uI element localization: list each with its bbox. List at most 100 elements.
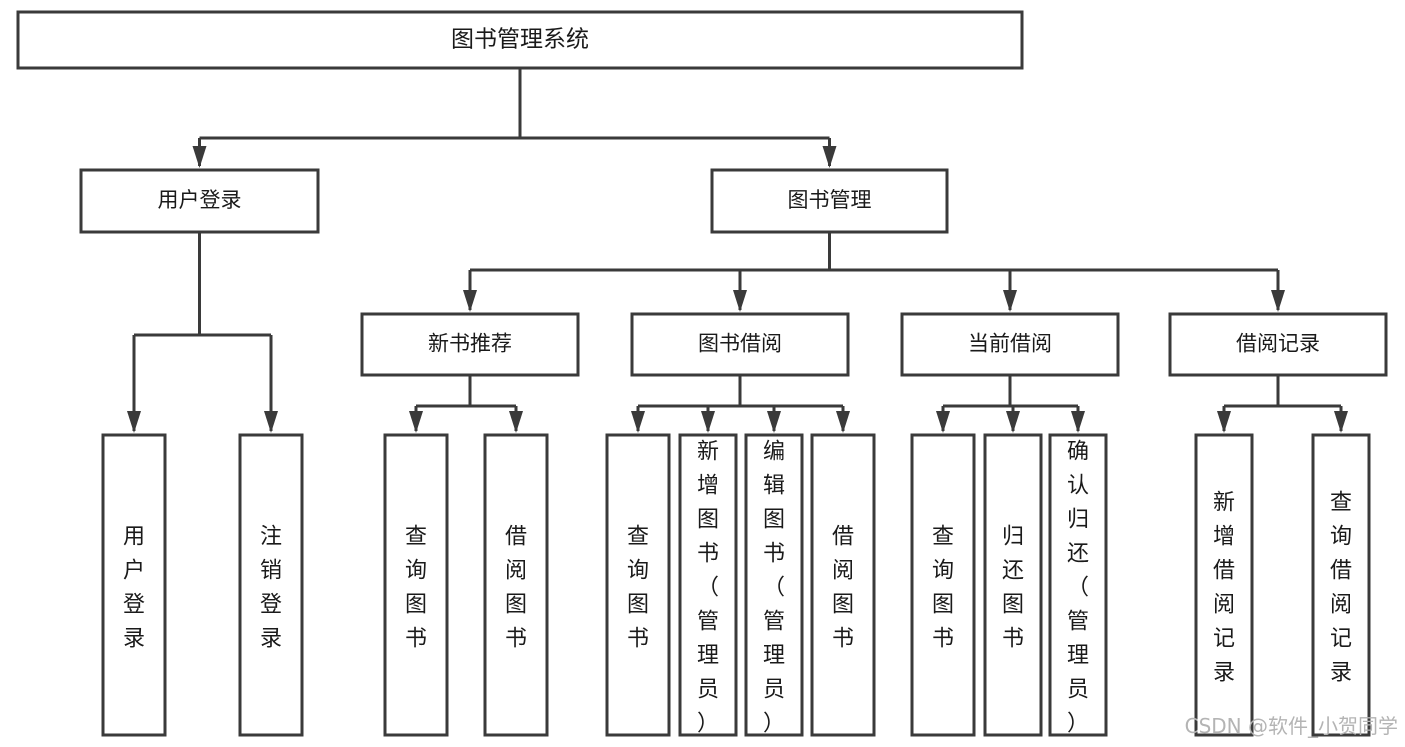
node-label-char: 销 <box>260 559 282 584</box>
node-label-char: 书 <box>505 627 527 652</box>
node-box[interactable] <box>1194 433 1254 737</box>
arrow-head <box>1071 411 1085 433</box>
node-box[interactable] <box>360 312 580 377</box>
node-label-char: （ <box>1067 576 1089 601</box>
node-label-char: 用 <box>123 525 145 550</box>
node-box[interactable] <box>483 433 549 737</box>
node-label-char: 归 <box>1067 508 1089 533</box>
node-label-char: 注 <box>260 525 282 550</box>
node-label-char: 新 <box>697 440 719 465</box>
node-box[interactable] <box>910 433 976 737</box>
node-label-char: 书 <box>697 542 719 567</box>
node-label-char: 还 <box>1002 559 1024 584</box>
node-label-char: 还 <box>1067 542 1089 567</box>
node-label-char: 阅 <box>832 559 854 584</box>
node-label-char: 书 <box>832 627 854 652</box>
node-label-char: 录 <box>123 627 145 652</box>
node-label-char: 编 <box>763 440 785 465</box>
node-box[interactable] <box>810 433 876 737</box>
node-box[interactable] <box>630 312 850 377</box>
node-box[interactable] <box>1311 433 1371 737</box>
node-label-char: 归 <box>1002 525 1024 550</box>
node-label-char: 理 <box>697 644 719 669</box>
node-label-char: （ <box>763 576 785 601</box>
node-label-char: 查 <box>405 525 427 550</box>
node-box[interactable] <box>16 10 1024 70</box>
node-label: 图书借阅 <box>698 332 782 356</box>
arrow-head <box>1334 411 1348 433</box>
arrow-head <box>409 411 423 433</box>
node-current-borrow[interactable]: 当前借阅 <box>900 312 1120 377</box>
node-label-char: 理 <box>1067 644 1089 669</box>
node-label-char: 增 <box>697 474 719 499</box>
node-label: 新书推荐 <box>428 332 512 356</box>
node-label-char: 认 <box>1067 474 1089 499</box>
node-label-char: 询 <box>932 559 954 584</box>
node-new-book-recommend[interactable]: 新书推荐 <box>360 312 580 377</box>
node-label-char: 员 <box>1067 678 1089 703</box>
node-box[interactable] <box>101 433 167 737</box>
node-book-borrow[interactable]: 图书借阅 <box>630 312 850 377</box>
node-layer: 图书管理系统用户登录图书管理新书推荐图书借阅当前借阅借阅记录用户登录注销登录查询… <box>16 10 1388 737</box>
node-label-char: 查 <box>627 525 649 550</box>
node-box[interactable] <box>238 433 304 737</box>
arrow-head <box>701 411 715 433</box>
node-label-char: 借 <box>1213 559 1235 584</box>
arrow-head <box>836 411 850 433</box>
node-label-char: （ <box>697 576 719 601</box>
node-box[interactable] <box>983 433 1043 737</box>
node-label-char: 员 <box>697 678 719 703</box>
node-label-char: ） <box>763 712 785 737</box>
node-label-char: 查 <box>1330 491 1352 516</box>
node-borrow-record[interactable]: 借阅记录 <box>1168 312 1388 377</box>
node-label-char: 录 <box>260 627 282 652</box>
node-label-char: 新 <box>1213 491 1235 516</box>
node-box[interactable] <box>678 433 738 737</box>
node-leaf-user-login[interactable]: 用户登录 <box>101 433 167 737</box>
node-label-char: 管 <box>763 610 785 635</box>
node-label-char: 录 <box>1213 661 1235 686</box>
node-label-char: 图 <box>405 593 427 618</box>
node-box[interactable] <box>1048 433 1108 737</box>
arrow-head <box>822 146 837 168</box>
arrow-head <box>631 411 645 433</box>
node-book-manage[interactable]: 图书管理 <box>710 168 949 234</box>
node-label-char: 图 <box>1002 593 1024 618</box>
node-box[interactable] <box>900 312 1120 377</box>
node-box[interactable] <box>1168 312 1388 377</box>
csdn-watermark: CSDN @软件_小贺同学 <box>1185 714 1398 738</box>
node-label-char: 管 <box>1067 610 1089 635</box>
node-box[interactable] <box>744 433 804 737</box>
node-box[interactable] <box>79 168 320 234</box>
node-user-login[interactable]: 用户登录 <box>79 168 320 234</box>
node-label-char: 借 <box>505 525 527 550</box>
node-box[interactable] <box>710 168 949 234</box>
node-label-char: 图 <box>505 593 527 618</box>
node-label: 借阅记录 <box>1236 332 1320 356</box>
arrow-head <box>127 411 141 433</box>
node-label-char: 询 <box>627 559 649 584</box>
node-label-char: 书 <box>1002 627 1024 652</box>
node-box[interactable] <box>383 433 449 737</box>
node-box[interactable] <box>605 433 671 737</box>
arrow-head <box>1006 411 1020 433</box>
node-label-char: 借 <box>1330 559 1352 584</box>
node-label-char: 登 <box>260 593 282 618</box>
node-label: 用户登录 <box>158 188 242 212</box>
node-label-char: 员 <box>763 678 785 703</box>
arrow-head <box>733 290 747 312</box>
node-root[interactable]: 图书管理系统 <box>16 10 1024 70</box>
node-label: 图书管理系统 <box>451 27 589 53</box>
